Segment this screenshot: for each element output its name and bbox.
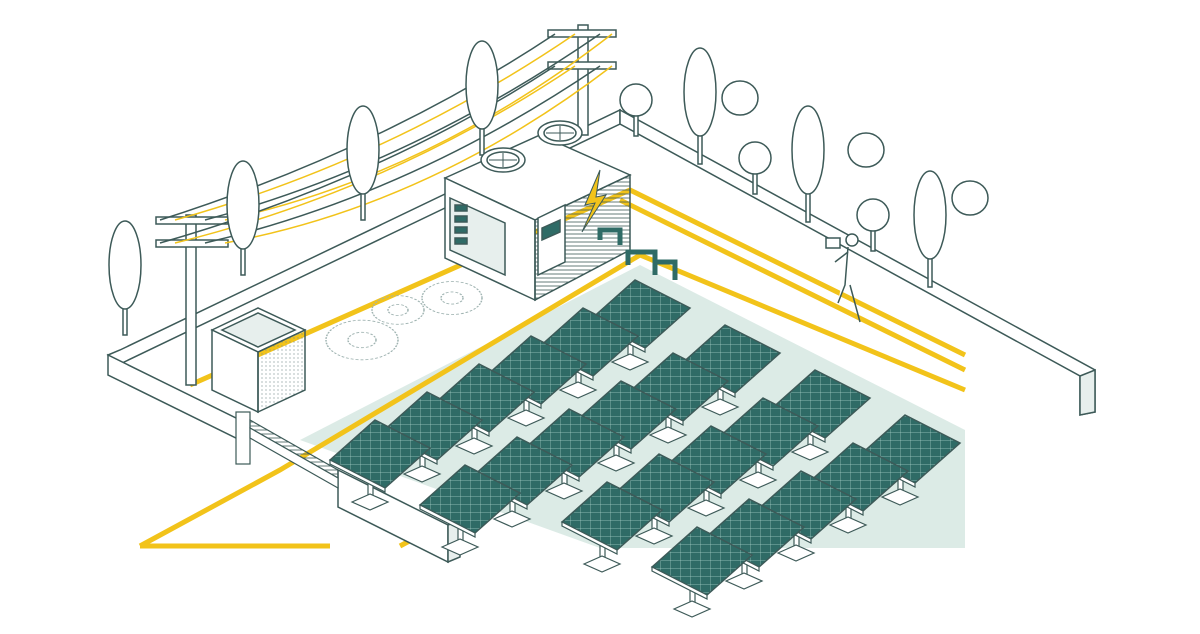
solar-panel-array bbox=[328, 279, 962, 618]
solar-panel bbox=[328, 419, 432, 511]
tree bbox=[738, 141, 772, 195]
solar-panel bbox=[418, 464, 522, 556]
solar-panel bbox=[560, 481, 664, 573]
tree bbox=[856, 198, 890, 252]
cooling-fan bbox=[480, 147, 526, 173]
gear-icon bbox=[325, 319, 399, 361]
pipes bbox=[597, 227, 678, 280]
gears bbox=[325, 281, 483, 361]
inverter-building bbox=[443, 120, 678, 302]
trees bbox=[108, 40, 989, 336]
bush bbox=[721, 80, 759, 116]
control-panel bbox=[454, 204, 468, 245]
bush bbox=[847, 132, 885, 168]
tree bbox=[619, 83, 653, 137]
gear-icon bbox=[421, 281, 483, 315]
worker-figure bbox=[825, 233, 861, 323]
solar-panel bbox=[650, 526, 754, 618]
tree bbox=[346, 105, 380, 221]
tree bbox=[226, 160, 260, 276]
tree bbox=[108, 220, 142, 336]
transformer-box bbox=[210, 307, 307, 414]
tree bbox=[913, 170, 947, 288]
tree bbox=[465, 40, 499, 156]
gear-icon bbox=[371, 295, 425, 325]
cooling-fan bbox=[537, 120, 583, 146]
lightning-bolt-icon bbox=[581, 169, 608, 233]
tree bbox=[791, 105, 825, 223]
tree bbox=[683, 47, 717, 165]
power-pole-left bbox=[155, 214, 229, 386]
gate bbox=[235, 411, 339, 490]
bush bbox=[951, 180, 989, 216]
